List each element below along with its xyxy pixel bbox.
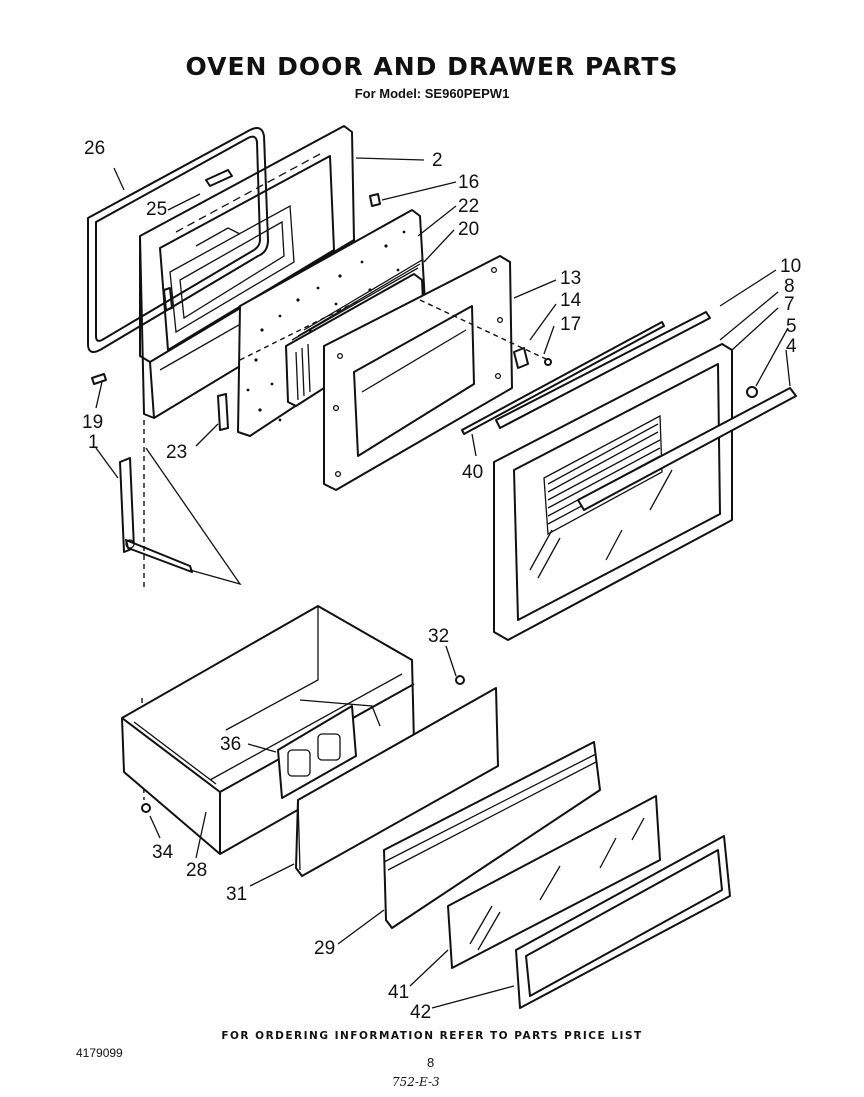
callout-34: 34 <box>152 842 174 863</box>
part-hinge-slot <box>217 393 229 431</box>
callout-2: 2 <box>432 150 443 171</box>
callout-17: 17 <box>560 314 581 335</box>
callout-14: 14 <box>560 290 582 311</box>
part-clip <box>369 193 381 207</box>
callout-29: 29 <box>314 938 335 959</box>
callout-5: 5 <box>786 316 797 337</box>
part-door-gasket <box>87 127 269 353</box>
part-bracket <box>513 347 529 369</box>
part-outer-door-frame <box>323 255 513 491</box>
callout-23: 23 <box>166 442 187 463</box>
part-screw-left <box>91 373 107 385</box>
part-screw <box>544 358 552 366</box>
part-drawer-glass <box>447 795 661 969</box>
document-number: 4179099 <box>76 1046 123 1060</box>
callout-28: 28 <box>186 860 207 881</box>
page-title: OVEN DOOR AND DRAWER PARTS <box>185 52 679 81</box>
part-drawer-gasket <box>515 835 731 1009</box>
callout-4: 4 <box>786 336 797 357</box>
callout-8: 8 <box>784 276 795 297</box>
callout-10: 10 <box>780 256 801 277</box>
part-hinge <box>119 457 193 573</box>
callout-13: 13 <box>560 268 581 289</box>
part-vent-plate <box>205 169 233 187</box>
part-drawer-front-trim <box>383 741 601 929</box>
callout-32: 32 <box>428 626 449 647</box>
ordering-note: FOR ORDERING INFORMATION REFER TO PARTS … <box>221 1030 643 1042</box>
callout-25: 25 <box>146 199 167 220</box>
part-top-trim <box>495 311 711 429</box>
callout-20: 20 <box>458 219 479 240</box>
callout-26: 26 <box>84 138 105 159</box>
callout-19: 19 <box>82 412 103 433</box>
callout-40: 40 <box>462 462 483 483</box>
part-lower-trim <box>461 321 665 435</box>
part-bumper <box>746 386 758 398</box>
callout-22: 22 <box>458 196 479 217</box>
callout-1: 1 <box>88 432 99 453</box>
page-number: 8 <box>427 1055 435 1070</box>
part-drawer-bracket <box>277 705 357 799</box>
callout-42: 42 <box>410 1002 431 1023</box>
callout-16: 16 <box>458 172 479 193</box>
callout-31: 31 <box>226 884 247 905</box>
callout-36: 36 <box>220 734 241 755</box>
callout-41: 41 <box>388 982 409 1003</box>
part-screw-34 <box>141 803 151 813</box>
callout-7: 7 <box>784 294 795 315</box>
handwritten-code: 752-E-3 <box>392 1075 440 1089</box>
model-subtitle: For Model: SE960PEPW1 <box>354 86 510 101</box>
part-screw-32 <box>455 675 465 685</box>
part-drawer-front-panel <box>295 687 499 877</box>
part-handle <box>577 387 797 511</box>
